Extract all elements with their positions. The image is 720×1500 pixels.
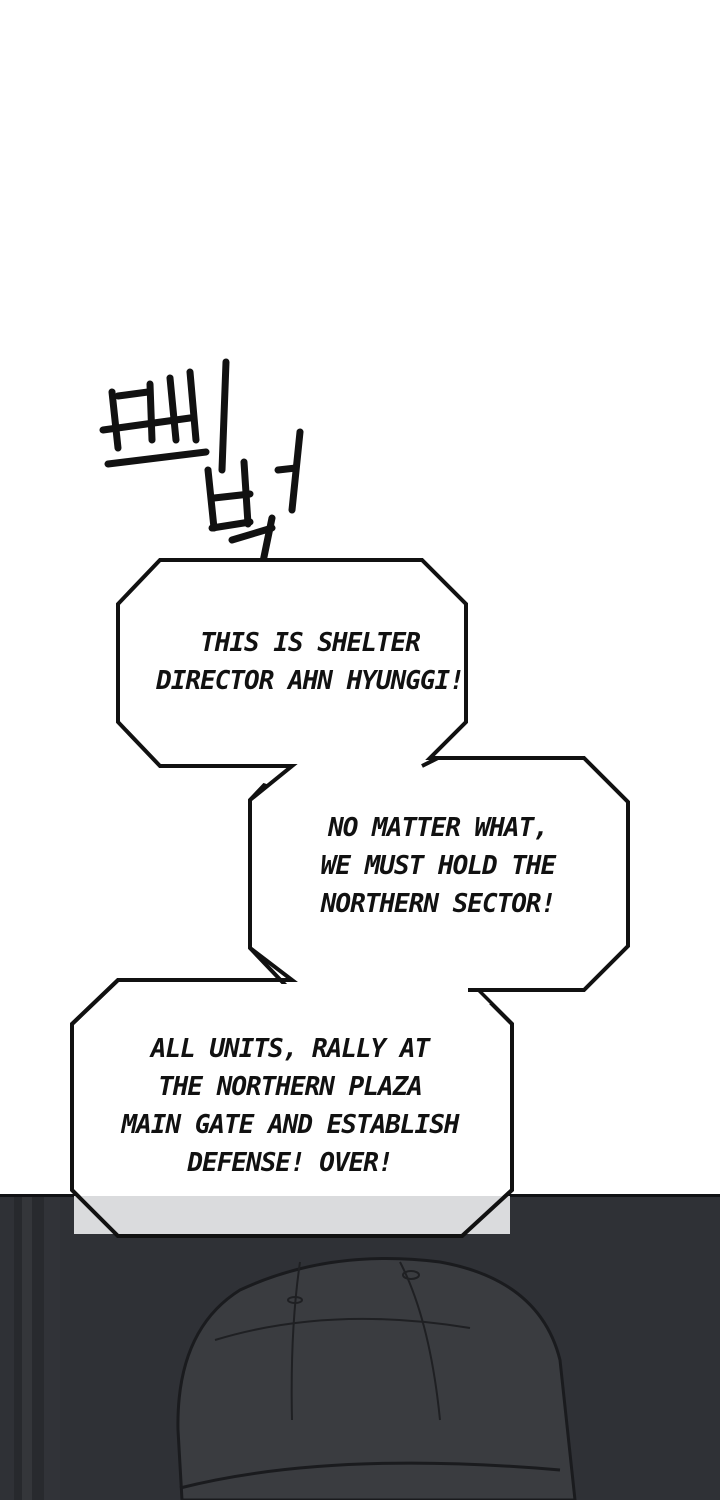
bubble-2-text: NO MATTER WHAT, WE MUST HOLD THE NORTHER…: [320, 813, 556, 919]
bubble-1-text: THIS IS SHELTER DIRECTOR AHN HYUNGGI!: [156, 628, 465, 696]
character-cap: [176, 1257, 577, 1500]
bubble-3-text: ALL UNITS, RALLY AT THE NORTHERN PLAZA M…: [121, 1034, 459, 1178]
bubble-connectors: [118, 756, 584, 1004]
wall-edge: [14, 1197, 60, 1500]
sound-effect-lettering: [99, 358, 304, 590]
bubble-3-shadow: [74, 1196, 510, 1234]
